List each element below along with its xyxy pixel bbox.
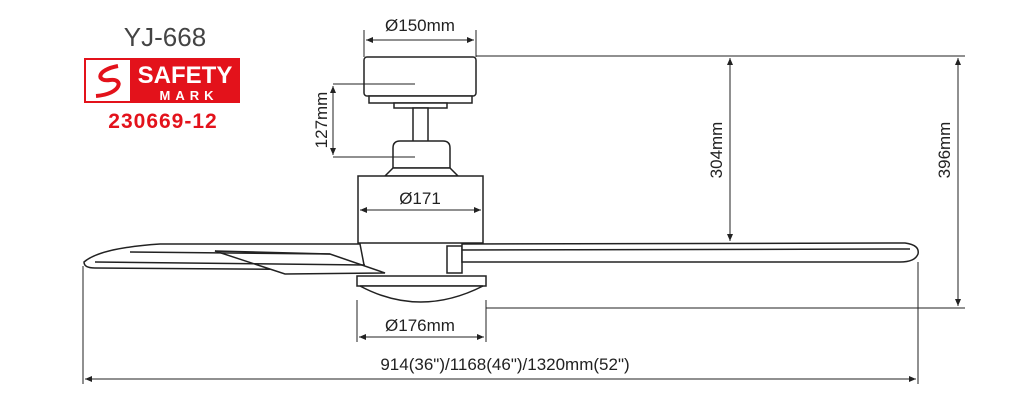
blade-hub (446, 245, 463, 274)
canopy-ring (368, 95, 473, 104)
fan-body (83, 56, 919, 303)
coupling-flare (383, 167, 460, 177)
light-diameter-label: Ø176mm (385, 316, 455, 335)
canopy-to-blade-height-label: 304mm (707, 122, 726, 179)
light-kit-rim (356, 275, 487, 287)
motor-diameter-label: Ø171 (399, 189, 441, 208)
left-blade-edge-line (129, 251, 331, 255)
blade-span-label: 914(36")/1168(46")/1320mm(52") (380, 355, 629, 374)
certification-number: 230669-12 (108, 110, 217, 133)
safety-mark-logo: SAFETY MARK (84, 58, 240, 103)
overall-height-label: 396mm (935, 122, 954, 179)
model-number: YJ-668 (124, 22, 206, 52)
coupling (392, 140, 451, 169)
light-kit-dome (359, 285, 484, 303)
downrod (412, 107, 429, 143)
right-blade-edge-line (461, 248, 911, 251)
safety-text: SAFETY (138, 62, 233, 89)
dimension-lines (82, 30, 965, 384)
canopy (363, 56, 477, 97)
canopy-diameter-label: Ø150mm (385, 16, 455, 35)
safety-s-icon (95, 64, 121, 98)
downrod-length-label: 127mm (312, 92, 331, 149)
left-blade-edge-line (94, 261, 366, 266)
mark-text: MARK (160, 88, 219, 103)
right-blade (461, 242, 919, 263)
